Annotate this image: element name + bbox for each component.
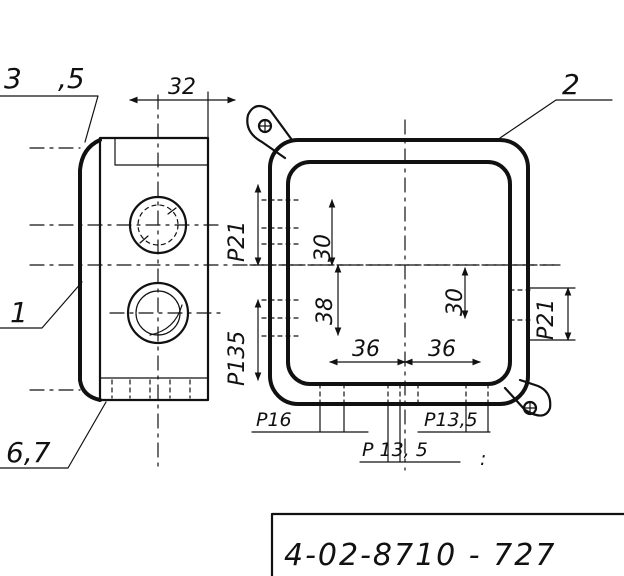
dim-p13-5-right: P13,5 [424, 409, 478, 431]
dim-38: 38 [313, 297, 338, 325]
callout-2-label: 2 [562, 68, 580, 101]
callout-1 [0, 281, 83, 329]
callout-2 [499, 99, 613, 139]
callout-6-7-label: 6,7 [6, 436, 51, 469]
callout-3-dim: ,5 [58, 62, 85, 95]
dim-30-right: 30 [443, 288, 468, 316]
callout-3-label: 3 [4, 62, 22, 95]
dim-p16: P16 [256, 409, 292, 431]
dim-36-right: 36 [428, 337, 456, 362]
dim-30-left: 30 [311, 234, 336, 262]
document-number: 4-02-8710 - 727 [284, 538, 556, 573]
callout-1-label: 1 [10, 296, 28, 329]
dim-p21-left: P21 [225, 221, 250, 262]
dim-p13-5-bottom: P 13, 5 [362, 439, 428, 461]
dim-p21-right: P21 [534, 299, 559, 340]
document-number-box [270, 512, 624, 576]
callout-6-7 [0, 401, 107, 469]
dim-width-32: 32 [168, 75, 196, 100]
dim-p135: P135 [225, 331, 250, 386]
small-mark: : [480, 448, 486, 470]
callout-3 [0, 95, 99, 143]
front-view: : [246, 104, 576, 471]
dim-36-left: 36 [352, 337, 380, 362]
side-view [29, 91, 561, 471]
